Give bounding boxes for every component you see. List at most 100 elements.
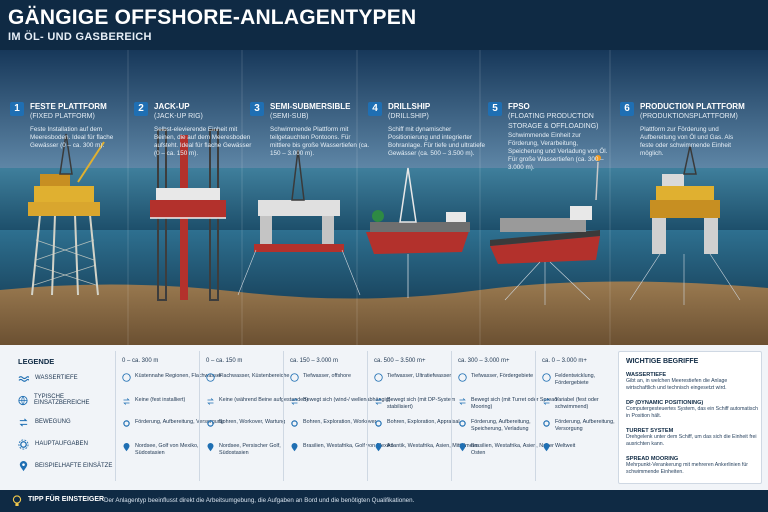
motion-icon	[207, 398, 214, 405]
region-cell: Tiefwasser, offshore	[290, 373, 394, 382]
depth-value: ca. 500 – 3.500 m+	[374, 358, 426, 364]
sky	[0, 50, 768, 168]
column-number-badge: 6	[620, 102, 634, 116]
location-pin-icon	[123, 443, 130, 452]
depth-value: ca. 0 – 3.000 m+	[542, 358, 587, 364]
column-number-badge: 1	[10, 102, 24, 116]
motion-cell: Bewegt sich (mit DP-System stabilisiert)	[374, 397, 478, 411]
motion-icon	[123, 398, 130, 405]
gear-icon	[543, 420, 550, 427]
gear-icon	[207, 420, 214, 427]
example-cell: Weltweit	[542, 443, 616, 452]
globe-icon	[290, 373, 299, 382]
legend-item-region: TYPISCHE EINSATZBEREICHE	[18, 393, 113, 407]
legend-item-example: BEISPIELHAFTE EINSÄTZE	[18, 459, 112, 473]
task-cell: Förderung, Aufbereitung, Versorgung	[542, 419, 616, 433]
fixed-platform-illustration	[28, 133, 105, 296]
column-title: SEMI-SUBMERSIBLE (SEMI-SUB)	[270, 102, 351, 120]
motion-icon	[375, 398, 382, 405]
motion-icon	[543, 398, 550, 405]
gear-icon	[18, 438, 29, 450]
tip-label: TIPP FÜR EINSTEIGER	[28, 496, 105, 503]
column-title: FPSO (FLOATING PRODUCTION STORAGE & OFFL…	[508, 102, 599, 130]
tip-text: Der Anlagentyp beeinflusst direkt die Ar…	[104, 496, 415, 504]
column-title: FESTE PLATTFORM (FIXED PLATFORM)	[30, 102, 107, 120]
globe-icon	[374, 373, 383, 382]
gear-icon	[459, 420, 466, 427]
semi-submersible-illustration	[237, 149, 361, 296]
depth-value: 0 – ca. 150 m	[206, 358, 243, 364]
legend-heading: LEGENDE	[18, 357, 55, 366]
example-cell: Atlantik, Westafrika, Asien, Mittelmeer	[374, 443, 478, 452]
page-title: GÄNGIGE OFFSHORE-ANLAGENTYPEN	[8, 6, 417, 29]
motion-cell: Bewegt sich (wind-/ wellenabhängig)	[290, 397, 394, 406]
term-spread-mooring: SPREAD MOORING Mehrpunkt-Verankerung mit…	[626, 456, 748, 475]
depth-value: 0 – ca. 300 m	[122, 358, 159, 364]
task-cell: Bohren, Exploration, Appraisal	[374, 419, 478, 428]
gear-icon	[375, 420, 382, 427]
seabed	[0, 281, 768, 345]
key-terms-panel: WICHTIGE BEGRIFFE WASSERTIEFE Gibt an, i…	[618, 351, 762, 484]
example-cell: Nordsee, Golf von Mexiko, Südostasien	[122, 443, 226, 457]
region-cell: Tiefwasser, Ultratiefwasser	[374, 373, 478, 382]
column-description: Schwimmende Plattform mit teilgetauchten…	[270, 126, 370, 157]
location-pin-icon	[19, 460, 28, 471]
jack-up-illustration	[150, 129, 226, 301]
column-number-badge: 5	[488, 102, 502, 116]
production-platform-illustration	[629, 145, 741, 305]
region-cell: Feldentwicklung, Fördergebiete	[542, 373, 616, 387]
wave-icon	[18, 375, 29, 382]
gear-icon	[123, 420, 130, 427]
depth-value: ca. 150 – 3.000 m	[290, 358, 339, 364]
column-description: Selbst-elevierende Einheit mit Beinen, d…	[154, 126, 252, 157]
location-pin-icon	[543, 443, 550, 452]
details-production-platform: ca. 0 – 3.000 m+ Feldentwicklung, Förder…	[535, 351, 615, 481]
motion-icon	[459, 398, 466, 405]
depth-value: ca. 300 – 3.000 m+	[458, 358, 510, 364]
details-drillship: ca. 500 – 3.500 m+ Tiefwasser, Ultratief…	[367, 351, 479, 481]
fpso-illustration	[490, 155, 601, 305]
legend: LEGENDE WASSERTIEFE TYPISCHE EINSATZBERE…	[8, 351, 113, 481]
globe-icon	[458, 373, 467, 382]
location-pin-icon	[459, 443, 466, 452]
column-title: PRODUCTION PLATTFORM (PRODUKTIONSPLATTFO…	[640, 102, 745, 120]
motion-cell: Bewegt sich (mit Turret oder Spread Moor…	[458, 397, 562, 411]
drillship-illustration	[366, 167, 470, 298]
globe-icon	[122, 373, 131, 382]
motion-cell: Keine (fest installiert)	[122, 397, 226, 406]
motion-icon	[291, 398, 298, 405]
term-turret-system: TURRET SYSTEM Drehgelenk unter dem Schif…	[626, 428, 757, 447]
column-description: Plattform zur Förderung und Aufbereitung…	[640, 126, 734, 157]
column-title: JACK-UP (JACK-UP RIG)	[154, 102, 203, 120]
globe-icon	[206, 373, 215, 382]
location-pin-icon	[291, 443, 298, 452]
legend-item-depth: WASSERTIEFE	[18, 371, 78, 385]
example-cell: Brasilien, Westafrika, Asien, Naher Oste…	[458, 443, 562, 457]
task-cell: Förderung, Aufbereitung, Versorgung	[122, 419, 226, 428]
term-dynamic-positioning: DP (DYNAMIC POSITIONING) Computergesteue…	[626, 400, 758, 419]
header: GÄNGIGE OFFSHORE-ANLAGENTYPEN IM ÖL- UND…	[0, 0, 768, 50]
motion-cell: Variabel (fest oder schwimmend)	[542, 397, 616, 411]
details-fixed-platform: 0 – ca. 300 m Küstennahe Regionen, Flach…	[115, 351, 227, 481]
sea-surface	[0, 168, 768, 230]
task-cell: Bohren, Workover, Wartung	[206, 419, 310, 428]
legend-area: LEGENDE WASSERTIEFE TYPISCHE EINSATZBERE…	[0, 345, 768, 490]
footer-tip: TIPP FÜR EINSTEIGER Der Anlagentyp beein…	[0, 490, 768, 512]
key-terms-heading: WICHTIGE BEGRIFFE	[626, 358, 699, 365]
gear-icon	[291, 420, 298, 427]
page-subtitle: IM ÖL- UND GASBEREICH	[8, 31, 152, 43]
lightbulb-icon	[12, 495, 22, 506]
region-cell: Tiefwasser, Fördergebiete	[458, 373, 562, 382]
column-description: Schiff mit dynamischer Positionierung un…	[388, 126, 485, 157]
legend-item-motion: BEWEGUNG	[18, 415, 71, 429]
region-cell: Küstennahe Regionen, Flachwasser	[122, 373, 226, 382]
details-jack-up: 0 – ca. 150 m Flachwasser, Küstenbereich…	[199, 351, 311, 481]
task-cell: Förderung, Aufbereitung, Speicherung, Ve…	[458, 419, 562, 433]
details-semi-submersible: ca. 150 – 3.000 m Tiefwasser, offshore B…	[283, 351, 395, 481]
column-number-badge: 3	[250, 102, 264, 116]
motion-cell: Keine (während Beine aufgestanden)	[206, 397, 310, 406]
scene-illustration	[0, 50, 768, 345]
example-cell: Nordsee, Persischer Golf, Südostasien	[206, 443, 310, 457]
legend-item-task: HAUPTAUFGABEN	[18, 437, 88, 451]
column-number-badge: 4	[368, 102, 382, 116]
